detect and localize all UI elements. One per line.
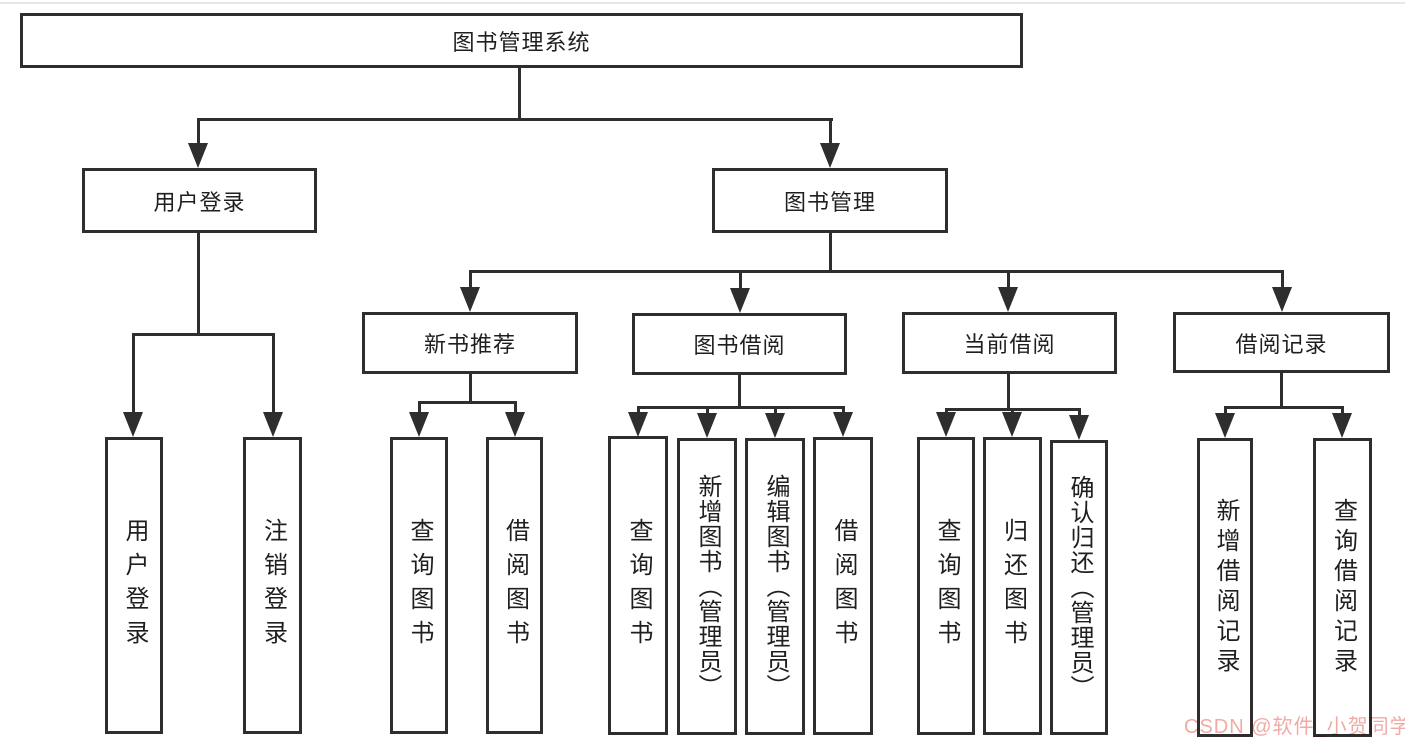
leaf-nbr-borrow-book: 借阅图书 [486, 437, 543, 734]
connector [1007, 270, 1010, 290]
arrow-down-icon [765, 413, 785, 438]
arrow-down-icon [188, 143, 208, 168]
leaf-cb-return-book: 归还图书 [983, 437, 1042, 735]
connector [945, 408, 948, 415]
arrow-down-icon [263, 412, 283, 437]
arrow-down-icon [1272, 287, 1292, 312]
connector [1224, 406, 1227, 416]
connector [739, 270, 742, 291]
connector [1224, 406, 1344, 409]
connector [469, 270, 472, 290]
leaf-br-add-record: 新增借阅记录 [1197, 438, 1253, 737]
leaf-bb-borrow-book: 借阅图书 [813, 437, 873, 735]
arrow-down-icon [820, 143, 840, 168]
arrow-down-icon [998, 287, 1018, 312]
leaf-cb-confirm-return-admin: 确认归还（管理员） [1050, 440, 1108, 735]
leaf-bb-edit-book-admin: 编辑图书（管理员） [745, 438, 805, 735]
connector [1281, 270, 1284, 290]
connector [842, 406, 845, 415]
leaf-bb-add-book-admin: 新增图书（管理员） [677, 438, 737, 735]
connector [272, 333, 275, 415]
connector [637, 406, 845, 409]
node-new-book-recommend: 新书推荐 [362, 312, 578, 374]
node-book-management: 图书管理 [712, 168, 948, 233]
connector [1078, 408, 1081, 418]
connector [132, 333, 275, 336]
arrow-down-icon [123, 412, 143, 437]
leaf-user-login: 用户登录 [105, 437, 163, 734]
connector [197, 118, 200, 146]
arrow-down-icon [730, 288, 750, 313]
connector [1341, 406, 1344, 416]
connector [197, 118, 833, 121]
arrow-down-icon [460, 287, 480, 312]
leaf-nbr-query-book: 查询图书 [390, 437, 448, 734]
arrow-down-icon [1069, 415, 1089, 440]
arrow-down-icon [628, 412, 648, 437]
arrow-down-icon [1002, 412, 1022, 437]
arrow-down-icon [1332, 413, 1352, 438]
connector [518, 68, 521, 121]
connector [1280, 373, 1283, 409]
connector [418, 401, 421, 415]
connector [1011, 408, 1014, 415]
connector [706, 406, 709, 416]
node-borrow-records: 借阅记录 [1173, 312, 1390, 373]
leaf-bb-query-book: 查询图书 [608, 436, 668, 735]
connector [469, 270, 1283, 273]
arrow-down-icon [1215, 413, 1235, 438]
connector [1007, 374, 1010, 411]
arrow-down-icon [697, 413, 717, 438]
arrow-down-icon [409, 412, 429, 437]
arrow-down-icon [936, 412, 956, 437]
arrow-down-icon [505, 412, 525, 437]
node-book-borrow: 图书借阅 [632, 313, 847, 375]
connector [637, 406, 640, 415]
connector [197, 232, 200, 336]
csdn-watermark: CSDN @软件_小贺同学 [1184, 716, 1405, 738]
top-edge-line [0, 2, 1405, 4]
connector [469, 374, 472, 404]
connector [738, 375, 741, 409]
node-user-login: 用户登录 [82, 168, 317, 233]
connector [829, 118, 832, 146]
connector [514, 401, 517, 415]
leaf-logout: 注销登录 [243, 437, 302, 734]
node-current-borrow: 当前借阅 [902, 312, 1117, 374]
node-root: 图书管理系统 [20, 13, 1023, 68]
connector [829, 232, 832, 272]
connector [418, 401, 517, 404]
arrow-down-icon [833, 412, 853, 437]
connector [774, 406, 777, 416]
connector [132, 333, 135, 415]
leaf-br-query-record: 查询借阅记录 [1313, 438, 1372, 737]
leaf-cb-query-book: 查询图书 [917, 437, 975, 735]
